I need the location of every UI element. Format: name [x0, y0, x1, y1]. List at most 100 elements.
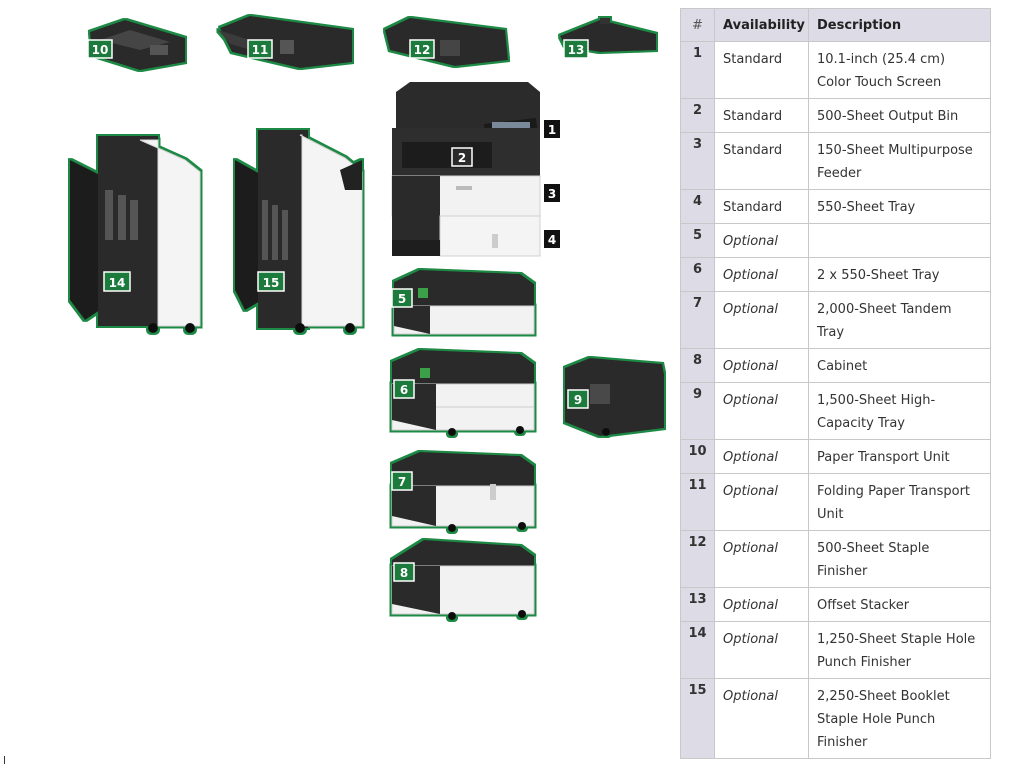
row-description: 550-Sheet Tray: [808, 189, 991, 224]
svg-text:6: 6: [400, 383, 408, 397]
row-description: 2,250-Sheet Booklet Staple Hole Punch Fi…: [808, 678, 991, 759]
row-availability: Optional: [714, 348, 809, 383]
row-number: 9: [680, 382, 715, 440]
callout-5: 5: [391, 288, 413, 308]
row-number: 15: [680, 678, 715, 759]
row-description: 1,500-Sheet High-Capacity Tray: [808, 382, 991, 440]
row-description: Offset Stacker: [808, 587, 991, 622]
tray-2x550-image: [391, 350, 535, 436]
row-availability: Standard: [714, 41, 809, 99]
row-number: 8: [680, 348, 715, 383]
callout-13: 13: [563, 39, 589, 59]
row-availability: Optional: [714, 439, 809, 474]
row-availability: Optional: [714, 291, 809, 349]
row-description: 500-Sheet Output Bin: [808, 98, 991, 133]
row-description: 1,250-Sheet Staple Hole Punch Finisher: [808, 621, 991, 679]
row-number: 12: [680, 530, 715, 588]
row-availability: Standard: [714, 189, 809, 224]
high-capacity-tray-image: [565, 358, 664, 436]
callout-2: 2: [451, 147, 473, 167]
svg-text:8: 8: [400, 566, 408, 580]
callout-14: 14: [103, 271, 131, 292]
svg-text:11: 11: [252, 43, 269, 57]
page-edge-mark: [4, 756, 8, 764]
row-number: 11: [680, 473, 715, 531]
svg-text:1: 1: [548, 123, 556, 137]
row-description: 500-Sheet Staple Finisher: [808, 530, 991, 588]
callout-9: 9: [567, 389, 589, 409]
callout-3: 3: [544, 184, 560, 202]
callout-6: 6: [393, 379, 415, 399]
callout-15: 15: [257, 271, 285, 292]
staple-finisher-image: [385, 18, 508, 66]
row-description: [808, 223, 991, 258]
row-availability: Optional: [714, 587, 809, 622]
svg-text:3: 3: [548, 187, 556, 201]
row-number: 1: [680, 41, 715, 99]
paper-transport-unit-image: [90, 20, 185, 70]
row-number: 3: [680, 132, 715, 190]
callout-11: 11: [247, 39, 273, 59]
col-header-number: #: [680, 8, 715, 42]
row-availability: Optional: [714, 473, 809, 531]
printer-image: [391, 82, 541, 257]
callout-12: 12: [409, 39, 435, 59]
row-description: 2,000-Sheet Tandem Tray: [808, 291, 991, 349]
row-number: 10: [680, 439, 715, 474]
svg-text:14: 14: [109, 276, 126, 290]
staple-hole-punch-finisher-image: [70, 136, 201, 333]
tray-option-5-image: [393, 270, 535, 335]
svg-text:13: 13: [568, 43, 585, 57]
callout-7: 7: [391, 471, 413, 491]
row-availability: Optional: [714, 621, 809, 679]
callout-10: 10: [87, 39, 113, 59]
tandem-tray-image: [391, 452, 535, 532]
table-header-row: # Availability Description: [680, 8, 991, 42]
svg-text:5: 5: [398, 292, 406, 306]
row-number: 13: [680, 587, 715, 622]
svg-text:7: 7: [398, 475, 406, 489]
svg-text:2: 2: [458, 151, 466, 165]
options-diagram: 10 11 12 13 14 15 2 1 3 4 5 6 9 7 8: [70, 16, 664, 620]
row-availability: Standard: [714, 98, 809, 133]
booklet-finisher-image: [235, 130, 363, 333]
row-availability: Optional: [714, 530, 809, 588]
col-header-description: Description: [808, 8, 991, 42]
callout-4: 4: [544, 230, 560, 248]
callout-1: 1: [544, 120, 560, 138]
row-availability: Optional: [714, 678, 809, 759]
svg-text:12: 12: [414, 43, 431, 57]
row-description: Paper Transport Unit: [808, 439, 991, 474]
col-header-availability: Availability: [714, 8, 809, 42]
row-description: 150-Sheet Multipurpose Feeder: [808, 132, 991, 190]
row-number: 4: [680, 189, 715, 224]
svg-text:10: 10: [92, 43, 109, 57]
row-availability: Optional: [714, 382, 809, 440]
row-number: 7: [680, 291, 715, 349]
callout-8: 8: [393, 562, 415, 582]
folding-paper-transport-unit-image: [218, 16, 352, 68]
row-number: 2: [680, 98, 715, 133]
row-availability: Optional: [714, 223, 809, 258]
row-availability: Optional: [714, 257, 809, 292]
row-description: Folding Paper Transport Unit: [808, 473, 991, 531]
row-description: 2 x 550-Sheet Tray: [808, 257, 991, 292]
row-number: 14: [680, 621, 715, 679]
svg-text:15: 15: [263, 276, 280, 290]
